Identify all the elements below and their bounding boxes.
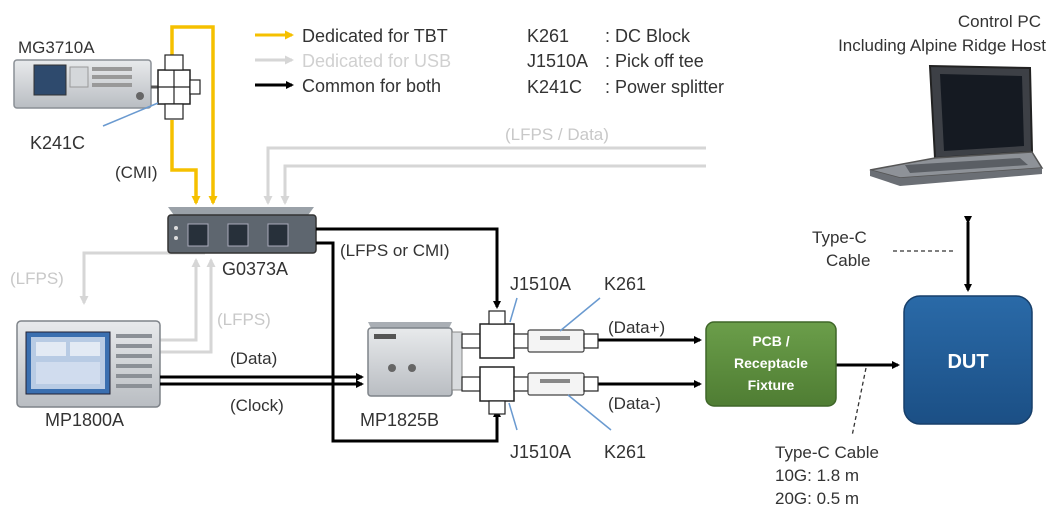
k261-bottom bbox=[527, 372, 599, 396]
j1510a-bottom-pointer bbox=[508, 402, 518, 431]
glossary-code-2: J1510A bbox=[527, 51, 588, 71]
type-c-bottom-line1: Type-C Cable bbox=[775, 443, 879, 462]
control-pc: Control PC Including Alpine Ridge Host bbox=[838, 12, 1046, 186]
pcb-label-line1: PCB / bbox=[752, 333, 789, 349]
j1510a-bottom bbox=[461, 366, 529, 415]
legend-common-label: Common for both bbox=[302, 76, 441, 96]
pc-label-line1: Control PC bbox=[958, 12, 1041, 31]
signal-data-plus: (Data+) bbox=[608, 318, 665, 337]
label-j1510a-bottom: J1510A bbox=[510, 442, 571, 462]
mg3710a-instrument bbox=[13, 59, 152, 109]
signal-lfps-or-cmi: (LFPS or CMI) bbox=[340, 241, 450, 260]
label-j1510a-top: J1510A bbox=[510, 274, 571, 294]
type-c-top-line2: Cable bbox=[826, 251, 870, 270]
k241c-splitter bbox=[151, 54, 201, 120]
label-k261-bottom: K261 bbox=[604, 442, 646, 462]
signal-cmi: (CMI) bbox=[115, 163, 157, 182]
signal-data-minus: (Data-) bbox=[608, 394, 661, 413]
legend: Dedicated for TBT Dedicated for USB Comm… bbox=[255, 26, 451, 96]
signal-lfps-mid: (LFPS) bbox=[217, 310, 271, 329]
glossary-desc-2: : Pick off tee bbox=[605, 51, 704, 71]
signal-lfps-left: (LFPS) bbox=[10, 269, 64, 288]
mp1825b-instrument bbox=[367, 322, 463, 397]
glossary-desc-1: : DC Block bbox=[605, 26, 691, 46]
usb-lines bbox=[79, 146, 706, 354]
signal-clock: (Clock) bbox=[230, 396, 284, 415]
type-c-bottom-line3: 20G: 0.5 m bbox=[775, 489, 859, 508]
j1510a-top bbox=[461, 310, 529, 359]
tbt-lines bbox=[170, 25, 218, 205]
glossary: K261 : DC Block J1510A : Pick off tee K2… bbox=[527, 26, 724, 97]
type-c-top-line1: Type-C bbox=[812, 228, 867, 247]
laptop-icon bbox=[869, 64, 1044, 186]
pcb-fixture: PCB / Receptacle Fixture bbox=[705, 321, 837, 407]
mp1800a-instrument bbox=[16, 320, 161, 408]
g0373a-instrument bbox=[167, 207, 317, 254]
k261-top-pointer bbox=[559, 297, 601, 332]
glossary-code-1: K261 bbox=[527, 26, 569, 46]
label-g0373a: G0373A bbox=[222, 259, 288, 279]
dut-block: DUT bbox=[903, 295, 1033, 425]
j1510a-top-pointer bbox=[509, 297, 518, 323]
glossary-desc-3: : Power splitter bbox=[605, 77, 724, 97]
label-mg3710a: MG3710A bbox=[18, 38, 95, 57]
type-c-bottom-pointer bbox=[851, 367, 867, 437]
signal-data: (Data) bbox=[230, 349, 277, 368]
type-c-bottom-line2: 10G: 1.8 m bbox=[775, 466, 859, 485]
label-k261-top: K261 bbox=[604, 274, 646, 294]
pcb-label-line2: Receptacle bbox=[734, 355, 808, 371]
k241c-pointer bbox=[102, 102, 159, 127]
dut-label: DUT bbox=[947, 351, 988, 373]
signal-lfps-data: (LFPS / Data) bbox=[505, 125, 609, 144]
common-lines bbox=[160, 227, 900, 443]
label-k241c: K241C bbox=[30, 133, 85, 153]
k261-bottom-pointer bbox=[567, 394, 612, 431]
pcb-label-line3: Fixture bbox=[748, 377, 795, 393]
pc-label-line2: Including Alpine Ridge Host bbox=[838, 36, 1046, 55]
label-mp1800a: MP1800A bbox=[45, 410, 124, 430]
legend-tbt-label: Dedicated for TBT bbox=[302, 26, 448, 46]
label-mp1825b: MP1825B bbox=[360, 410, 439, 430]
glossary-code-3: K241C bbox=[527, 77, 582, 97]
legend-usb-label: Dedicated for USB bbox=[302, 51, 451, 71]
k261-top bbox=[527, 329, 599, 353]
